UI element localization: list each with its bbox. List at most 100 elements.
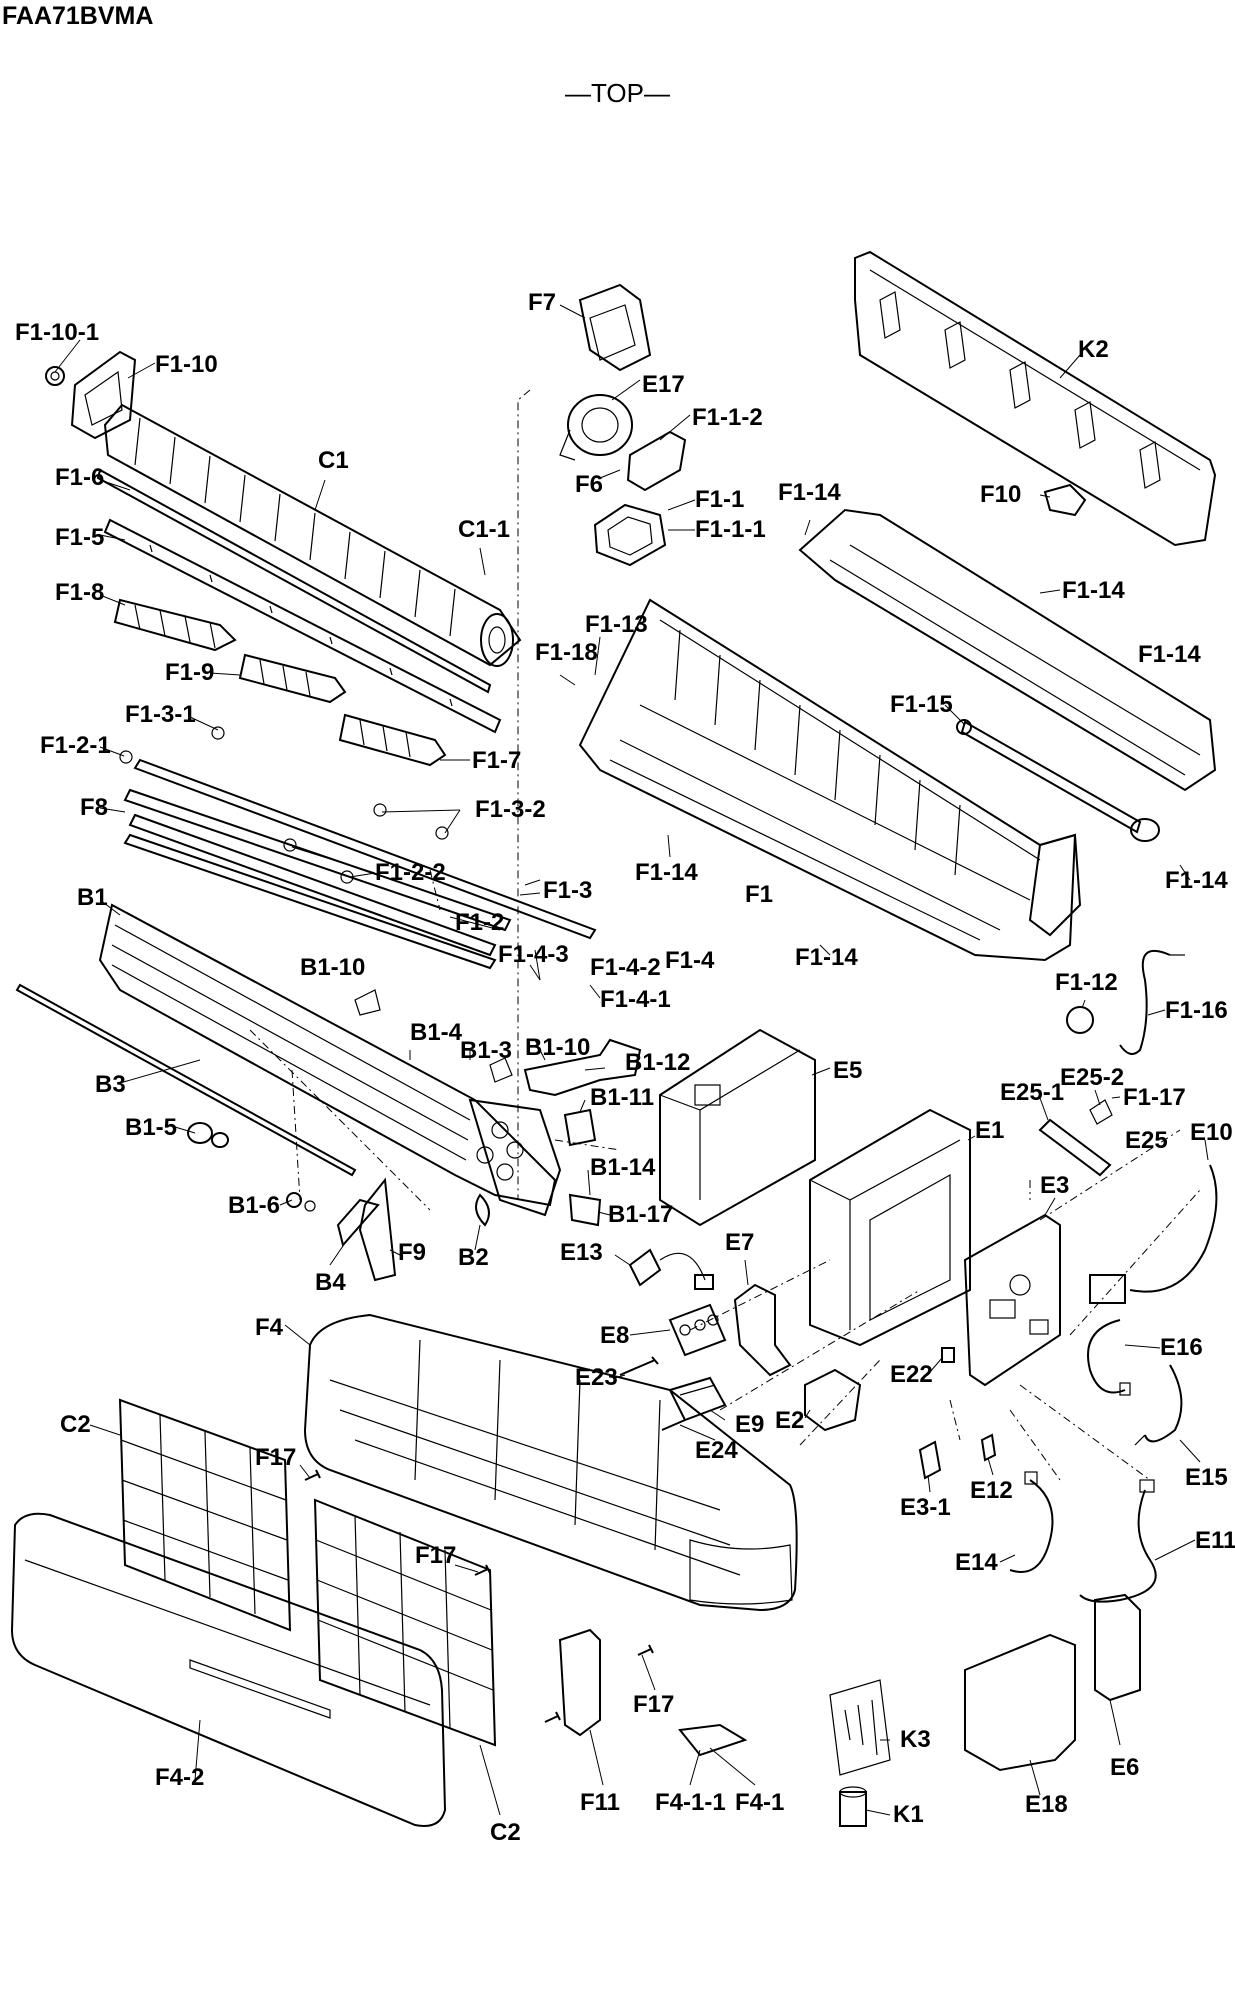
callout-b1-3: B1-3 bbox=[460, 1037, 512, 1064]
callout-b1-4: B1-4 bbox=[410, 1019, 463, 1046]
control-box-part bbox=[809, 1108, 971, 1347]
callout-f1-15: F1-15 bbox=[890, 691, 953, 718]
callout-f1-14-d: F1-14 bbox=[635, 859, 698, 886]
callout-e18: E18 bbox=[1025, 1791, 1068, 1818]
callout-b1: B1 bbox=[77, 884, 108, 911]
screw-parts bbox=[304, 1469, 654, 1723]
insulation-parts bbox=[354, 989, 642, 1227]
callout-e1: E1 bbox=[975, 1117, 1004, 1144]
part-drawings bbox=[10, 250, 1218, 1827]
callout-f8: F8 bbox=[80, 794, 108, 821]
callout-f1: F1 bbox=[745, 881, 773, 908]
callout-e25-2: E25-2 bbox=[1060, 1064, 1124, 1091]
callout-f1-7: F1-7 bbox=[472, 747, 521, 774]
callout-f1-2: F1-2 bbox=[455, 909, 504, 936]
callout-c1-1: C1-1 bbox=[458, 516, 510, 543]
callout-f1-1: F1-1 bbox=[695, 486, 744, 513]
e18-cover-part bbox=[964, 1633, 1076, 1772]
callout-e7: E7 bbox=[725, 1229, 754, 1256]
front-panel-part bbox=[10, 1512, 447, 1827]
callout-e6: E6 bbox=[1110, 1754, 1139, 1781]
callout-b1-17: B1-17 bbox=[608, 1201, 673, 1228]
screw-set-part bbox=[829, 1679, 891, 1776]
assembly-lines bbox=[249, 389, 1201, 1481]
callout-f11: F11 bbox=[580, 1789, 620, 1816]
callout-k3: K3 bbox=[900, 1726, 931, 1753]
callout-b1-5: B1-5 bbox=[125, 1114, 177, 1141]
swing-motor-parts bbox=[1066, 950, 1185, 1055]
heat-exchanger-part bbox=[98, 903, 562, 1217]
callout-f1-4: F1-4 bbox=[665, 947, 715, 974]
callout-f1-3-2: F1-3-2 bbox=[475, 796, 546, 823]
callout-e8: E8 bbox=[600, 1322, 629, 1349]
rod-parts bbox=[119, 726, 597, 970]
callout-c2-a: C2 bbox=[60, 1411, 91, 1438]
callout-f1-16: F1-16 bbox=[1165, 997, 1228, 1024]
callout-e3: E3 bbox=[1040, 1172, 1069, 1199]
callout-f1-14-e: F1-14 bbox=[1165, 867, 1228, 894]
model-title: FAA71BVMA bbox=[2, 2, 154, 30]
f11-part bbox=[558, 1628, 601, 1737]
e12-e3-1-parts bbox=[918, 1433, 997, 1480]
rear-frame-part bbox=[798, 508, 1217, 792]
pcb-part bbox=[963, 1213, 1061, 1387]
callout-k1: K1 bbox=[893, 1801, 924, 1828]
f10-part bbox=[1043, 483, 1087, 517]
callout-f4-1: F4-1 bbox=[735, 1789, 784, 1816]
louver-clip-parts bbox=[113, 598, 447, 767]
callout-f7-top: F7 bbox=[528, 289, 556, 316]
callout-e5: E5 bbox=[833, 1057, 862, 1084]
e9-terminal-part bbox=[661, 1376, 727, 1431]
e6-plate-part bbox=[1094, 1593, 1141, 1702]
strip-parts bbox=[96, 468, 502, 734]
callout-f6: F6 bbox=[575, 471, 603, 498]
callout-f4-2: F4-2 bbox=[155, 1764, 204, 1791]
main-chassis-part bbox=[578, 598, 1082, 962]
callout-f17-a: F17 bbox=[255, 1444, 296, 1471]
callout-e12: E12 bbox=[970, 1477, 1013, 1504]
e2-part bbox=[804, 1368, 862, 1432]
callout-e17: E17 bbox=[642, 371, 685, 398]
callout-e22: E22 bbox=[890, 1361, 933, 1388]
callout-e25-1: E25-1 bbox=[1000, 1079, 1064, 1106]
k1-part bbox=[839, 1786, 867, 1827]
callout-f1-3: F1-3 bbox=[543, 877, 592, 904]
e5-box-part bbox=[659, 1028, 816, 1227]
terminal-block-part bbox=[619, 1303, 727, 1376]
callout-f1-14-c: F1-14 bbox=[1138, 641, 1201, 668]
callout-e11: E11 bbox=[1195, 1527, 1235, 1554]
callout-f1-8: F1-8 bbox=[55, 579, 104, 606]
callout-f1-18: F1-18 bbox=[535, 639, 598, 666]
callout-b4: B4 bbox=[315, 1269, 346, 1296]
callout-f1-4-1: F1-4-1 bbox=[600, 986, 671, 1013]
callout-b1-10-a: B1-10 bbox=[300, 954, 365, 981]
drive-shaft-part bbox=[956, 719, 1160, 842]
callout-e3-1: E3-1 bbox=[900, 1494, 951, 1521]
callout-f4-1-1: F4-1-1 bbox=[655, 1789, 726, 1816]
e7-bracket-part bbox=[733, 1283, 792, 1377]
callout-e9: E9 bbox=[735, 1411, 764, 1438]
callout-f17-b: F17 bbox=[415, 1542, 456, 1569]
callout-c2-b: C2 bbox=[490, 1819, 521, 1846]
callout-f9: F9 bbox=[398, 1239, 426, 1266]
pipe-bracket-part bbox=[336, 1177, 397, 1282]
callout-labels: F1-10-1 F1-10 F7 E17 F1-1-2 K2 C1 F1-6 F… bbox=[15, 289, 1235, 1846]
callout-f1-6: F1-6 bbox=[55, 464, 104, 491]
callout-f4: F4 bbox=[255, 1314, 284, 1341]
callout-b1-12: B1-12 bbox=[625, 1049, 690, 1076]
callout-k2: K2 bbox=[1078, 336, 1109, 363]
e13-part bbox=[628, 1248, 714, 1290]
callout-b1-10-b: B1-10 bbox=[525, 1034, 590, 1061]
e14-e11-harness-parts bbox=[1009, 1471, 1157, 1603]
e22-part bbox=[941, 1347, 955, 1363]
callout-e23: E23 bbox=[575, 1364, 618, 1391]
callout-b1-11: B1-11 bbox=[590, 1084, 654, 1111]
callout-f1-3-1: F1-3-1 bbox=[125, 701, 196, 728]
cross-flow-fan-part bbox=[103, 403, 522, 667]
mounting-plate-part bbox=[854, 250, 1217, 547]
bearing-bracket-part bbox=[45, 350, 137, 440]
callout-f1-5: F1-5 bbox=[55, 524, 104, 551]
callout-f1-4-2: F1-4-2 bbox=[590, 954, 661, 981]
callout-e25: E25 bbox=[1125, 1127, 1168, 1154]
